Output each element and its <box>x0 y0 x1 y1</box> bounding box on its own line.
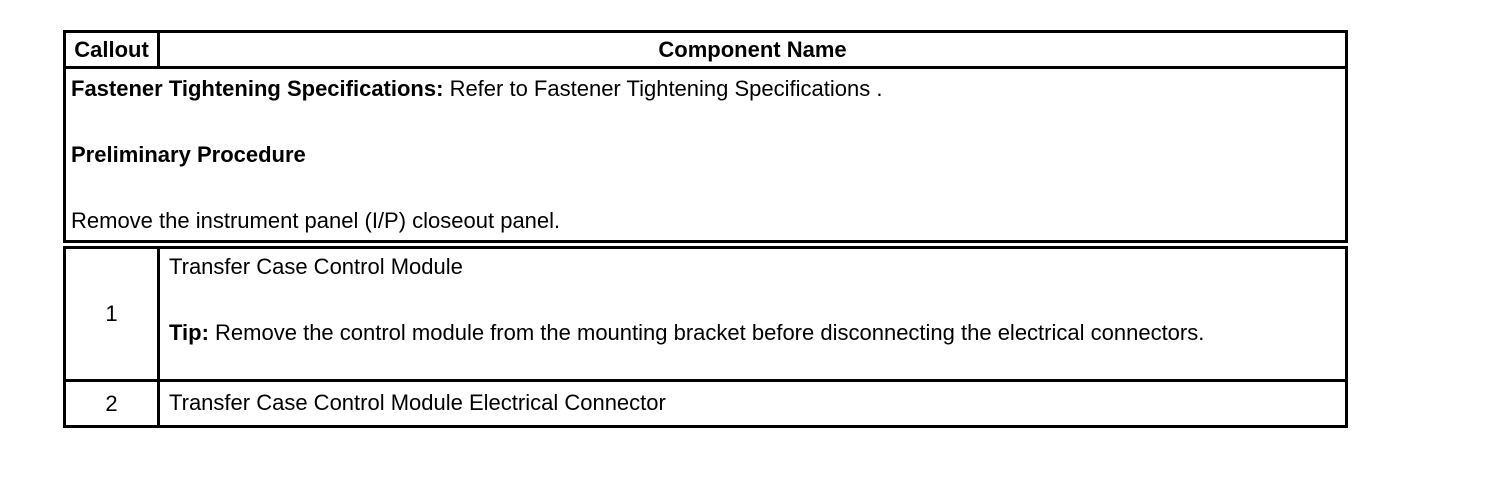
preliminary-note-cell: Fastener Tightening Specifications: Refe… <box>63 66 1348 249</box>
tip-text: Remove the control module from the mount… <box>215 320 1205 345</box>
preliminary-procedure-text: Remove the instrument panel (I/P) closeo… <box>71 208 561 233</box>
component-name-1: Transfer Case Control Module <box>169 254 463 279</box>
component-cell-1: Transfer Case Control Module Tip: Remove… <box>157 243 1348 382</box>
preliminary-procedure-heading: Preliminary Procedure <box>71 142 306 167</box>
table-header-row: Callout Component Name <box>63 30 1348 69</box>
callout-table-container: Callout Component Name Fastener Tighteni… <box>63 30 1348 428</box>
callout-component-table: Callout Component Name Fastener Tighteni… <box>63 30 1348 428</box>
callout-number-2: 2 <box>63 379 160 428</box>
table-row-1: 1 Transfer Case Control Module Tip: Remo… <box>63 243 1348 382</box>
fastener-spec-text: Refer to Fastener Tightening Specificati… <box>449 76 883 101</box>
header-component-name: Component Name <box>157 30 1348 69</box>
fastener-spec-label: Fastener Tightening Specifications: <box>71 76 444 101</box>
preliminary-note-row: Fastener Tightening Specifications: Refe… <box>63 66 1348 249</box>
component-cell-2: Transfer Case Control Module Electrical … <box>157 379 1348 428</box>
tip-line: Tip: Remove the control module from the … <box>169 320 1339 346</box>
table-row-2: 2 Transfer Case Control Module Electrica… <box>63 379 1348 428</box>
tip-label: Tip: <box>169 320 209 345</box>
callout-number-1: 1 <box>63 243 160 382</box>
header-callout: Callout <box>63 30 160 69</box>
fastener-spec-line: Fastener Tightening Specifications: Refe… <box>71 76 1339 102</box>
